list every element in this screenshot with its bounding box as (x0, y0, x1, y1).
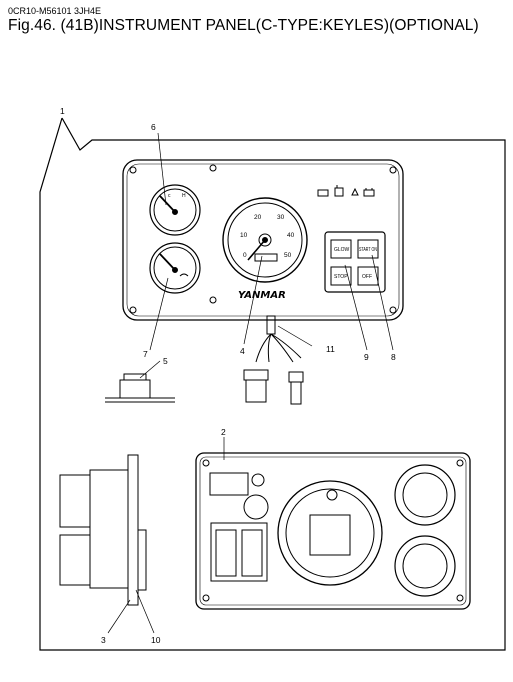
callout-6: 6 (151, 122, 156, 132)
mount-hole (129, 166, 137, 174)
glow-label: GLOW (334, 247, 350, 253)
water-temp-lamp-icon (317, 189, 329, 197)
document-code: 0CR10-M56101 3JH4E (8, 6, 102, 16)
tacho-tick-40: 40 (287, 232, 295, 239)
tacho-tick-0: 0 (243, 252, 247, 259)
instrument-panel: c H 0 10 20 30 40 50 (122, 159, 404, 321)
callout-2: 2 (221, 427, 226, 437)
oil-lamp-icon (351, 187, 359, 196)
battery-lamp-icon (363, 188, 375, 197)
switch-block: GLOW START ON STOP OFF (324, 231, 386, 293)
callout-11: 11 (326, 344, 335, 354)
tacho-tick-20: 20 (254, 214, 262, 221)
connector (290, 381, 302, 405)
glow-button[interactable] (330, 239, 352, 259)
start-on-button[interactable] (357, 239, 379, 259)
leader-lines (107, 132, 394, 634)
callout-10: 10 (151, 635, 161, 645)
mount-hole (209, 164, 217, 172)
start-on-label: START ON (359, 247, 377, 253)
off-label: OFF (362, 274, 372, 280)
tacho-rear (277, 480, 383, 586)
tacho-tick-30: 30 (277, 214, 285, 221)
outer-frame (39, 117, 506, 651)
fuel-lamp-icon (334, 185, 344, 197)
terminal-block (209, 472, 249, 496)
connector (288, 371, 304, 383)
buzzer (243, 494, 269, 520)
mount-hole (129, 306, 137, 314)
gauge-rear-lower (394, 535, 456, 597)
relay-block (210, 522, 268, 582)
connector (245, 379, 267, 403)
gauge-rear-upper (394, 464, 456, 526)
warning-lamps (317, 185, 375, 197)
connector (243, 369, 269, 381)
off-button[interactable] (357, 266, 379, 286)
mount-hole (389, 306, 397, 314)
side-view (59, 454, 147, 606)
callout-7: 7 (143, 349, 148, 359)
callout-4: 4 (240, 346, 245, 356)
tacho-tick-10: 10 (240, 232, 248, 239)
rear-panel (195, 452, 471, 610)
callout-9: 9 (364, 352, 369, 362)
stop-button[interactable] (330, 266, 352, 286)
callout-8: 8 (391, 352, 396, 362)
wire-harness (243, 315, 304, 405)
bracket-part (105, 373, 175, 403)
mount-hole (209, 296, 217, 304)
callout-5: 5 (163, 356, 168, 366)
stop-label: STOP (334, 274, 348, 280)
brand-logo-text: YANMAR (238, 290, 286, 301)
mount-hole (389, 166, 397, 174)
svg-text:H: H (182, 193, 186, 199)
water-temp-gauge: c H (149, 184, 201, 236)
svg-text:c: c (168, 193, 171, 199)
callout-3: 3 (101, 635, 106, 645)
callout-1: 1 (60, 106, 65, 116)
tachometer: 0 10 20 30 40 50 (222, 197, 308, 283)
tacho-tick-50: 50 (284, 252, 292, 259)
figure-title: Fig.46. (41B)INSTRUMENT PANEL(C-TYPE:KEY… (8, 17, 479, 34)
oil-pressure-gauge (149, 242, 201, 294)
